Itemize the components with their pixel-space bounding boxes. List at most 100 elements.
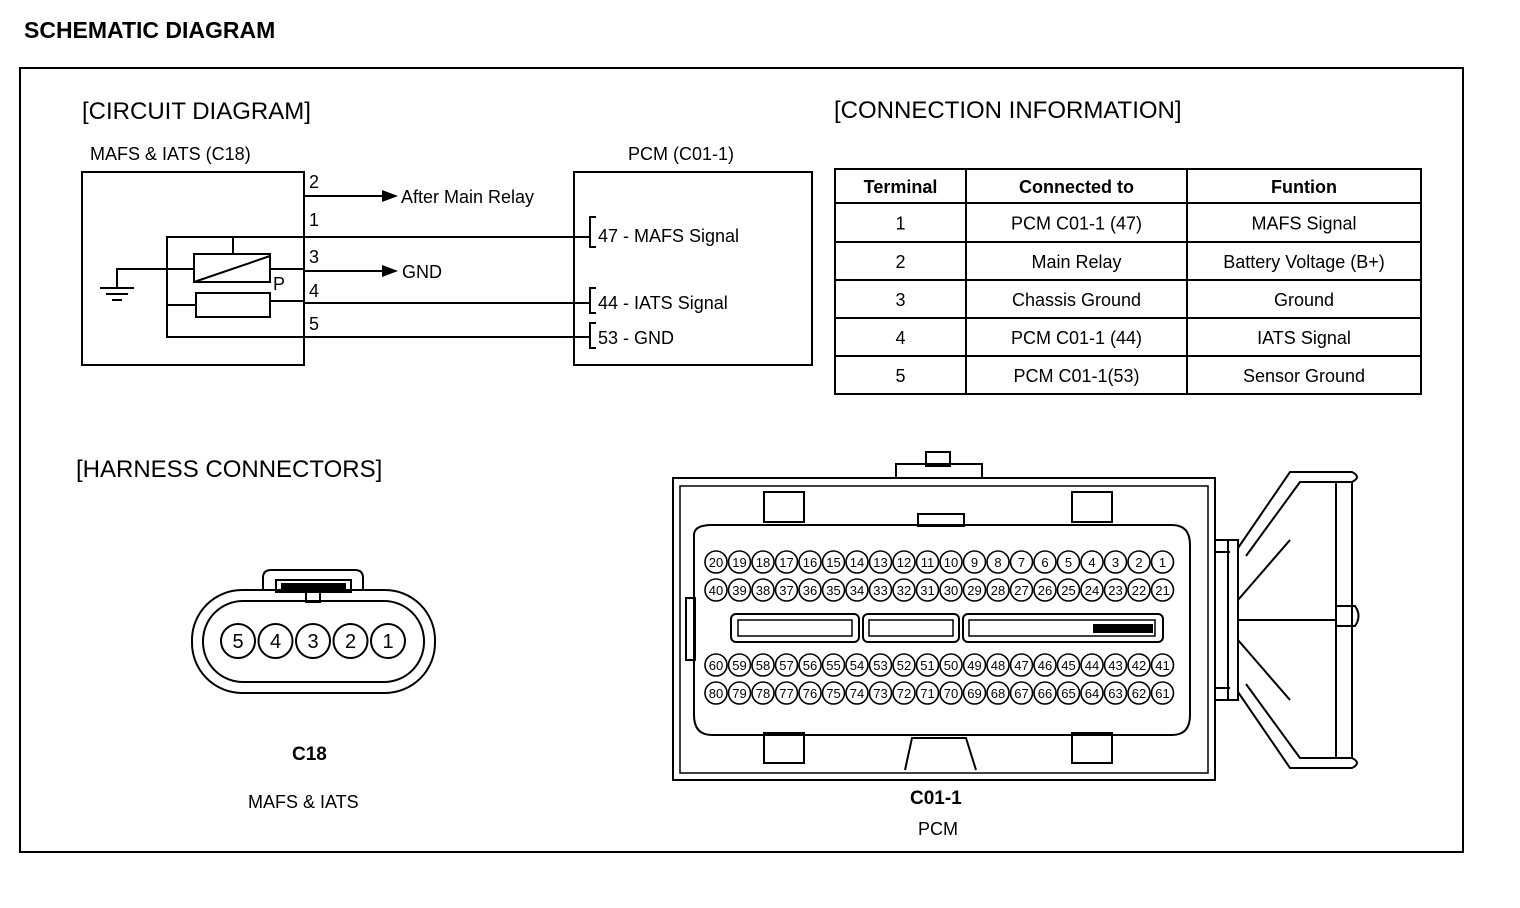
pcm-pin	[845, 578, 869, 602]
pcm-pin	[1009, 653, 1034, 677]
pcm-pin	[939, 578, 963, 602]
pcm-pin-label: 69	[967, 686, 981, 701]
pcm-pin	[962, 578, 987, 602]
pcm-pin	[1150, 550, 1175, 574]
page-title: SCHEMATIC DIAGRAM	[24, 17, 275, 43]
circuit-heading: [CIRCUIT DIAGRAM]	[82, 98, 311, 125]
pcm-pin-label: 73	[873, 686, 887, 701]
pcm-pin	[751, 550, 775, 574]
c18-pin	[295, 623, 331, 659]
sensor-label: MAFS & IATS (C18)	[90, 144, 251, 164]
pcm-pin	[1056, 578, 1081, 602]
pcm-pin-label: 31	[920, 583, 934, 598]
pcm-pin-label: 44	[1085, 658, 1099, 673]
pcm-pin	[821, 550, 846, 574]
pcm-pin	[704, 550, 728, 574]
pcm-pin	[939, 681, 963, 705]
pcm-pin-label: 48	[991, 658, 1005, 673]
pcm-pin	[1127, 550, 1151, 574]
pcm-pin	[1080, 681, 1104, 705]
pcm-name: PCM	[918, 819, 958, 839]
table-cell: PCM C01-1 (47)	[1011, 214, 1142, 234]
pcm-pin	[868, 550, 893, 574]
pcm-pin	[915, 578, 940, 602]
pcm-pin-label: 36	[803, 583, 817, 598]
table-cell: 4	[895, 328, 905, 348]
pcm-pin	[704, 653, 728, 677]
pcm-pin	[1056, 550, 1081, 574]
pcm-pin	[1127, 653, 1151, 677]
pcm-pin-label: 75	[826, 686, 840, 701]
pcm-pin-label: 59	[732, 658, 746, 673]
pcm-pin-label: 8	[994, 555, 1001, 570]
pcm-pin	[845, 653, 869, 677]
pcm-pin-label: 6	[1041, 555, 1048, 570]
pcm-pin-label: 41	[1155, 658, 1169, 673]
pcm-pin-label: 2	[1135, 555, 1142, 570]
table-cell: 5	[895, 366, 905, 386]
pcm-pin	[1127, 681, 1151, 705]
pcm-pin	[704, 578, 728, 602]
table-cell: Main Relay	[1031, 252, 1121, 272]
pcm-pin-label: 20	[709, 555, 723, 570]
pcm-pin-label: 22	[1132, 583, 1146, 598]
c18-pin	[370, 623, 406, 659]
pcm-pin-label: 72	[897, 686, 911, 701]
pcm-pin	[868, 578, 893, 602]
pcm-pin-label: 60	[709, 658, 723, 673]
pcm-label: PCM (C01-1)	[628, 144, 734, 164]
pcm-pin	[751, 578, 775, 602]
pcm-pin-label: 12	[897, 555, 911, 570]
table-header-cell: Connected to	[1019, 177, 1134, 197]
pcm-pin-label: 52	[897, 658, 911, 673]
c18-pin	[220, 623, 256, 659]
pcm-pin	[727, 550, 752, 574]
pcm-pin	[1009, 578, 1034, 602]
pcm-pin	[821, 578, 846, 602]
pcm-pin-label: 25	[1061, 583, 1075, 598]
pcm-pin-label: 53	[873, 658, 887, 673]
pcm-pin	[939, 653, 963, 677]
pcm-pin-label: 16	[803, 555, 817, 570]
pcm-pin	[962, 681, 987, 705]
pcm-id: C01-1	[910, 788, 962, 809]
pcm-pin	[1150, 653, 1175, 677]
pcm-pin	[774, 653, 799, 677]
pcm-side-latch	[1215, 471, 1360, 769]
pcm-pin	[1080, 578, 1104, 602]
table-cell: Chassis Ground	[1012, 290, 1141, 310]
pcm-pin-label: 17	[779, 555, 793, 570]
pcm-pin	[892, 653, 916, 677]
pcm-pin	[892, 550, 916, 574]
pcm-pin	[1150, 578, 1175, 602]
pcm-pin-label: 27	[1014, 583, 1028, 598]
table-cell: PCM C01-1 (44)	[1011, 328, 1142, 348]
pcm-pin	[915, 681, 940, 705]
p-mark: P	[273, 274, 285, 294]
pcm-pin-label: 67	[1014, 686, 1028, 701]
pcm-pin	[1080, 653, 1104, 677]
table-cell: 1	[895, 214, 905, 234]
pcm-pin-label: 47	[1014, 658, 1028, 673]
pcm-pin	[1056, 653, 1081, 677]
pcm-pin	[751, 653, 775, 677]
sensor-pin-1: 1	[309, 210, 319, 230]
table-header-cell: Funtion	[1271, 177, 1337, 197]
pcm-pin-label: 65	[1061, 686, 1075, 701]
pcm-pin-label: 30	[944, 583, 958, 598]
pcm-pin-label: 74	[850, 686, 864, 701]
pcm-pin	[986, 653, 1010, 677]
pcm-pin-label: 14	[850, 555, 864, 570]
arrow-right-icon	[382, 190, 398, 202]
pcm-pin	[1009, 550, 1034, 574]
pcm-pin	[798, 653, 822, 677]
pcm-pin-label: 43	[1108, 658, 1122, 673]
circuit-diagram: [CIRCUIT DIAGRAM] MAFS & IATS (C18) PCM …	[81, 98, 813, 366]
sensor-pin-4: 4	[309, 281, 319, 301]
pcm-pin	[915, 653, 940, 677]
pcm-pin	[1103, 550, 1128, 574]
